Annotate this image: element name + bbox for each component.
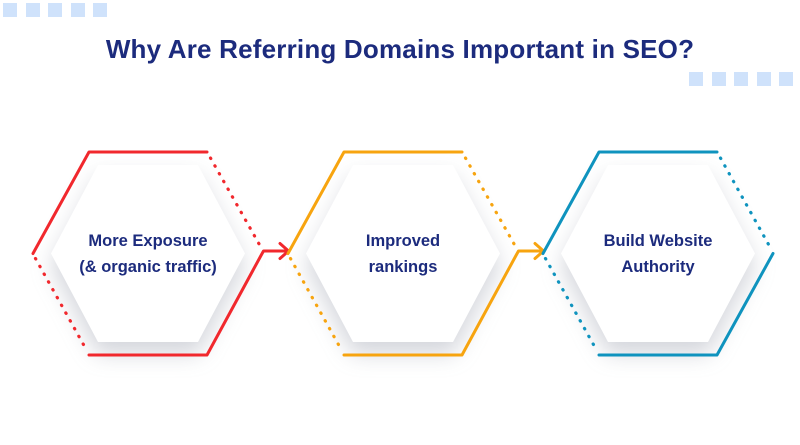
hexagon-step-3 bbox=[541, 150, 775, 357]
hexagon-solid-upper-edge bbox=[286, 150, 464, 255]
decor-square bbox=[25, 3, 40, 17]
step-1-label-line-2: (& organic traffic) bbox=[79, 258, 217, 276]
hexagon-solid-lower-edge-with-connector bbox=[87, 249, 290, 357]
hexagon-inner-panel bbox=[306, 165, 500, 342]
decor-square bbox=[756, 72, 771, 86]
hexagon-dotted-upper-right-edge bbox=[463, 156, 518, 249]
step-2-label-line-2: rankings bbox=[368, 258, 438, 276]
decor-squares-mid-right bbox=[689, 72, 793, 86]
step-2-label-line-1: Improved bbox=[365, 232, 441, 250]
decor-square bbox=[70, 3, 85, 17]
hexagon-step-1 bbox=[31, 150, 290, 357]
hexagon-step-2 bbox=[286, 150, 545, 357]
step-3-label-line-1: Build Website bbox=[603, 232, 713, 250]
hexagon-dotted-upper-right-edge bbox=[208, 156, 263, 249]
decor-squares-top-left bbox=[3, 3, 107, 17]
decor-square bbox=[734, 72, 748, 86]
decor-square bbox=[93, 3, 107, 17]
hexagon-dotted-upper-right-edge bbox=[718, 156, 773, 250]
hexagon-solid-upper-edge bbox=[31, 150, 209, 255]
decor-square bbox=[711, 72, 726, 86]
step-1-label-line-1: More Exposure bbox=[88, 232, 208, 250]
hexagon-dotted-lower-left-edge bbox=[543, 256, 599, 352]
hexagon-solid-lower-edge bbox=[597, 252, 775, 357]
hexagon-solid-upper-edge bbox=[541, 150, 719, 255]
hexagon-dotted-lower-left-edge bbox=[288, 256, 344, 352]
decor-square bbox=[48, 3, 62, 17]
page-title: Why Are Referring Domains Important in S… bbox=[105, 34, 695, 64]
hexagon-dotted-lower-left-edge bbox=[33, 256, 89, 352]
hexagon-inner-panel bbox=[51, 165, 245, 342]
hexagon-solid-lower-edge-with-connector bbox=[342, 249, 545, 357]
step-2-label: Improved rankings bbox=[293, 228, 513, 280]
step-1-label: More Exposure (& organic traffic) bbox=[38, 228, 258, 280]
decor-square bbox=[779, 72, 793, 86]
step-3-label-line-2: Authority bbox=[621, 258, 695, 276]
decor-square bbox=[689, 72, 703, 86]
decor-square bbox=[3, 3, 17, 17]
step-3-label: Build Website Authority bbox=[548, 228, 768, 280]
hexagon-inner-panel bbox=[561, 165, 755, 342]
